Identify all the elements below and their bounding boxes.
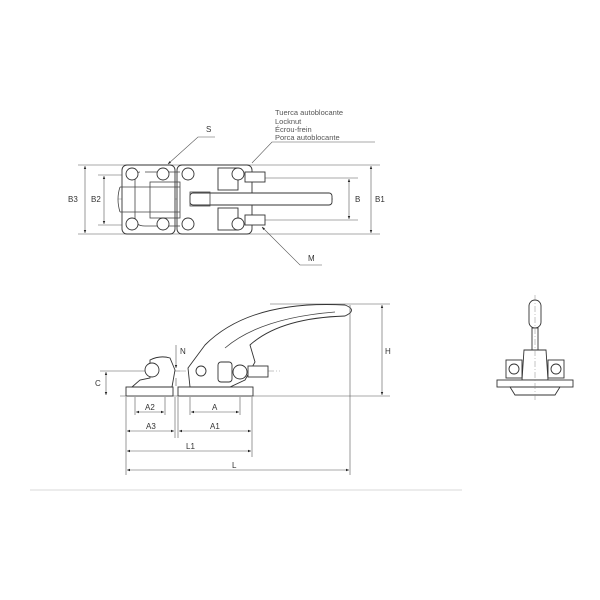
dim-n-label: N [180, 347, 186, 356]
dim-a2-label: A2 [145, 403, 155, 412]
mounting-holes [125, 167, 245, 231]
side-view: H C N A2 A A3 A1 L1 L [95, 303, 391, 475]
dim-b1-label: B1 [375, 195, 385, 204]
dim-c-label: C [95, 379, 101, 388]
locknut-note: Tuerca autoblocante Locknut Écrou-frein … [275, 108, 343, 142]
dim-a1-label: A1 [210, 422, 220, 431]
dim-b2-label: B2 [91, 195, 101, 204]
top-view: B3 B2 B B1 S M Tuerca autoblocante Lockn… [68, 108, 385, 266]
dim-b-label: B [355, 195, 360, 204]
dim-l1-label: L1 [186, 442, 195, 451]
dim-s-label: S [206, 125, 211, 134]
svg-text:Locknut: Locknut [275, 117, 302, 126]
dim-a-label: A [212, 403, 218, 412]
svg-text:Tuerca autoblocante: Tuerca autoblocante [275, 108, 343, 117]
dim-l-label: L [232, 461, 237, 470]
dim-h-label: H [385, 347, 391, 356]
dim-a3-label: A3 [146, 422, 156, 431]
front-view [496, 295, 574, 400]
svg-text:Porca autoblocante: Porca autoblocante [275, 133, 340, 142]
svg-text:Écrou-frein: Écrou-frein [275, 125, 312, 134]
dim-b3-label: B3 [68, 195, 78, 204]
dim-m-label: M [308, 254, 315, 263]
